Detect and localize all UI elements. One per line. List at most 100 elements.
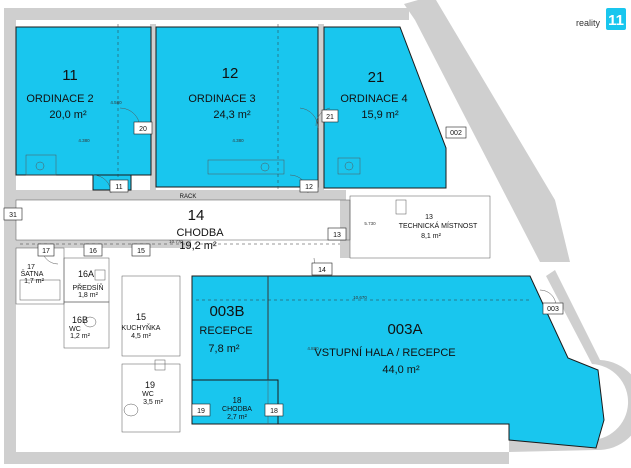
door-tag-12: 12 <box>299 179 319 193</box>
svg-text:CHODBA: CHODBA <box>176 227 224 239</box>
room-003a-area <box>191 275 605 449</box>
door-tag-19: 19 <box>191 403 211 417</box>
door-tag-11: 11 <box>109 179 129 193</box>
room-label-18: 18 CHODBA 2,7 m² <box>222 396 252 421</box>
dim-5: 10.670 <box>353 295 367 300</box>
door-tag-16: 16 <box>83 243 103 257</box>
svg-text:003B: 003B <box>209 303 244 320</box>
brand-logo: reality 11 <box>576 6 628 34</box>
annotations: RACK 4.380 4.380 4.580 10.770 10.670 5.7… <box>78 100 376 351</box>
room-labels: 11 ORDINACE 2 20,0 m² 12 ORDINACE 3 24,3… <box>21 65 478 421</box>
interior-lines <box>15 24 557 433</box>
svg-text:WC: WC <box>142 391 154 398</box>
room-label-11: 11 ORDINACE 2 20,0 m² <box>26 67 93 121</box>
svg-text:003A: 003A <box>387 321 422 338</box>
svg-text:PŘEDSÍŇ: PŘEDSÍŇ <box>72 283 103 292</box>
svg-text:15,9 m²: 15,9 m² <box>361 109 399 121</box>
svg-text:20,0 m²: 20,0 m² <box>49 109 87 121</box>
svg-text:11: 11 <box>62 67 78 84</box>
svg-text:13: 13 <box>425 214 433 221</box>
svg-text:1,8 m²: 1,8 m² <box>78 292 99 299</box>
svg-text:3,5 m²: 3,5 m² <box>143 399 164 406</box>
svg-text:ORDINACE 2: ORDINACE 2 <box>26 93 93 105</box>
room-18-area <box>191 379 279 425</box>
svg-text:ORDINACE 3: ORDINACE 3 <box>188 93 255 105</box>
svg-text:20: 20 <box>139 126 147 133</box>
svg-text:18: 18 <box>270 408 278 415</box>
svg-text:19: 19 <box>197 408 205 415</box>
svg-text:ORDINACE 4: ORDINACE 4 <box>340 93 407 105</box>
dim-1: 4.380 <box>78 138 90 143</box>
svg-text:1,2 m²: 1,2 m² <box>70 333 91 340</box>
door-tag-20: 20 <box>133 121 153 135</box>
brand-name: reality <box>576 18 601 28</box>
svg-text:8,1 m²: 8,1 m² <box>421 233 442 240</box>
svg-text:TECHNICKÁ MÍSTNOST: TECHNICKÁ MÍSTNOST <box>399 221 478 230</box>
dim-7: 4.830 <box>307 346 319 351</box>
svg-text:15: 15 <box>137 248 145 255</box>
dim-3: 4.580 <box>110 100 122 105</box>
svg-text:11: 11 <box>608 12 624 29</box>
rack-label: RACK <box>180 194 197 200</box>
svg-text:18: 18 <box>233 396 242 405</box>
svg-text:7,8 m²: 7,8 m² <box>208 343 240 355</box>
svg-text:ŠATNA: ŠATNA <box>21 269 44 278</box>
svg-text:11: 11 <box>115 184 122 191</box>
dim-2: 4.380 <box>232 138 244 143</box>
room-label-16b: 16B WC 1,2 m² <box>69 315 90 340</box>
room-label-17: 17 ŠATNA 1,7 m² <box>21 264 45 285</box>
room-21-area <box>323 26 447 189</box>
svg-text:003: 003 <box>547 306 559 313</box>
door-tag-13: 13 <box>327 227 347 241</box>
svg-text:KUCHYŇKA: KUCHYŇKA <box>122 323 161 332</box>
svg-text:19,2 m²: 19,2 m² <box>179 240 217 252</box>
room-label-21: 21 ORDINACE 4 15,9 m² <box>340 69 407 121</box>
door-tag-18: 18 <box>264 403 284 417</box>
dim-6: 5.730 <box>364 221 376 226</box>
svg-text:17: 17 <box>27 264 35 271</box>
svg-text:CHODBA: CHODBA <box>222 406 252 413</box>
room-label-12: 12 ORDINACE 3 24,3 m² <box>188 65 255 121</box>
room-label-19: 19 WC 3,5 m² <box>142 380 163 406</box>
svg-text:RECEPCE: RECEPCE <box>199 325 252 337</box>
room-12-area <box>155 26 319 188</box>
door-tag-14: 14 <box>311 262 333 276</box>
svg-text:13: 13 <box>333 232 341 239</box>
svg-text:12: 12 <box>222 65 239 82</box>
svg-text:4,5 m²: 4,5 m² <box>131 333 152 340</box>
door-tag-002: 002 <box>445 126 467 139</box>
svg-text:21: 21 <box>368 69 385 86</box>
svg-text:002: 002 <box>450 130 462 137</box>
door-tag-31: 31 <box>3 207 23 221</box>
svg-text:14: 14 <box>318 267 326 274</box>
room-label-14: 14 CHODBA 19,2 m² <box>176 207 224 252</box>
door-tag-003: 003 <box>542 302 564 315</box>
door-tag-15: 15 <box>131 243 151 257</box>
room-label-13: 13 TECHNICKÁ MÍSTNOST 8,1 m² <box>399 214 478 240</box>
svg-text:12: 12 <box>305 184 313 191</box>
svg-text:16A: 16A <box>78 269 94 279</box>
svg-text:VSTUPNÍ HALA / RECEPCE: VSTUPNÍ HALA / RECEPCE <box>314 346 455 359</box>
svg-text:19: 19 <box>145 380 155 390</box>
door-tags: 20 11 21 12 31 17 16 15 13 14 19 18 002 … <box>3 109 564 417</box>
room-label-003b: 003B RECEPCE 7,8 m² <box>199 303 252 355</box>
room-label-16a: 16A PŘEDSÍŇ 1,8 m² <box>72 269 103 299</box>
blue-rooms <box>15 26 605 449</box>
svg-text:31: 31 <box>9 212 17 219</box>
door-tag-17: 17 <box>37 243 55 257</box>
svg-text:1,7 m²: 1,7 m² <box>24 278 45 285</box>
svg-text:21: 21 <box>326 114 334 121</box>
svg-text:2,7 m²: 2,7 m² <box>227 414 248 421</box>
svg-text:WC: WC <box>69 326 81 333</box>
svg-text:14: 14 <box>188 207 205 224</box>
walls <box>4 0 631 464</box>
svg-text:17: 17 <box>42 248 50 255</box>
brand-mark-icon: 11 <box>606 8 626 30</box>
dim-4: 10.770 <box>169 239 183 244</box>
room-label-15: 15 KUCHYŇKA 4,5 m² <box>122 312 161 340</box>
room-label-003a: 003A VSTUPNÍ HALA / RECEPCE 44,0 m² <box>314 321 455 376</box>
room-11-area <box>15 26 152 176</box>
door-tag-21: 21 <box>321 109 339 123</box>
svg-text:44,0 m²: 44,0 m² <box>382 364 420 376</box>
